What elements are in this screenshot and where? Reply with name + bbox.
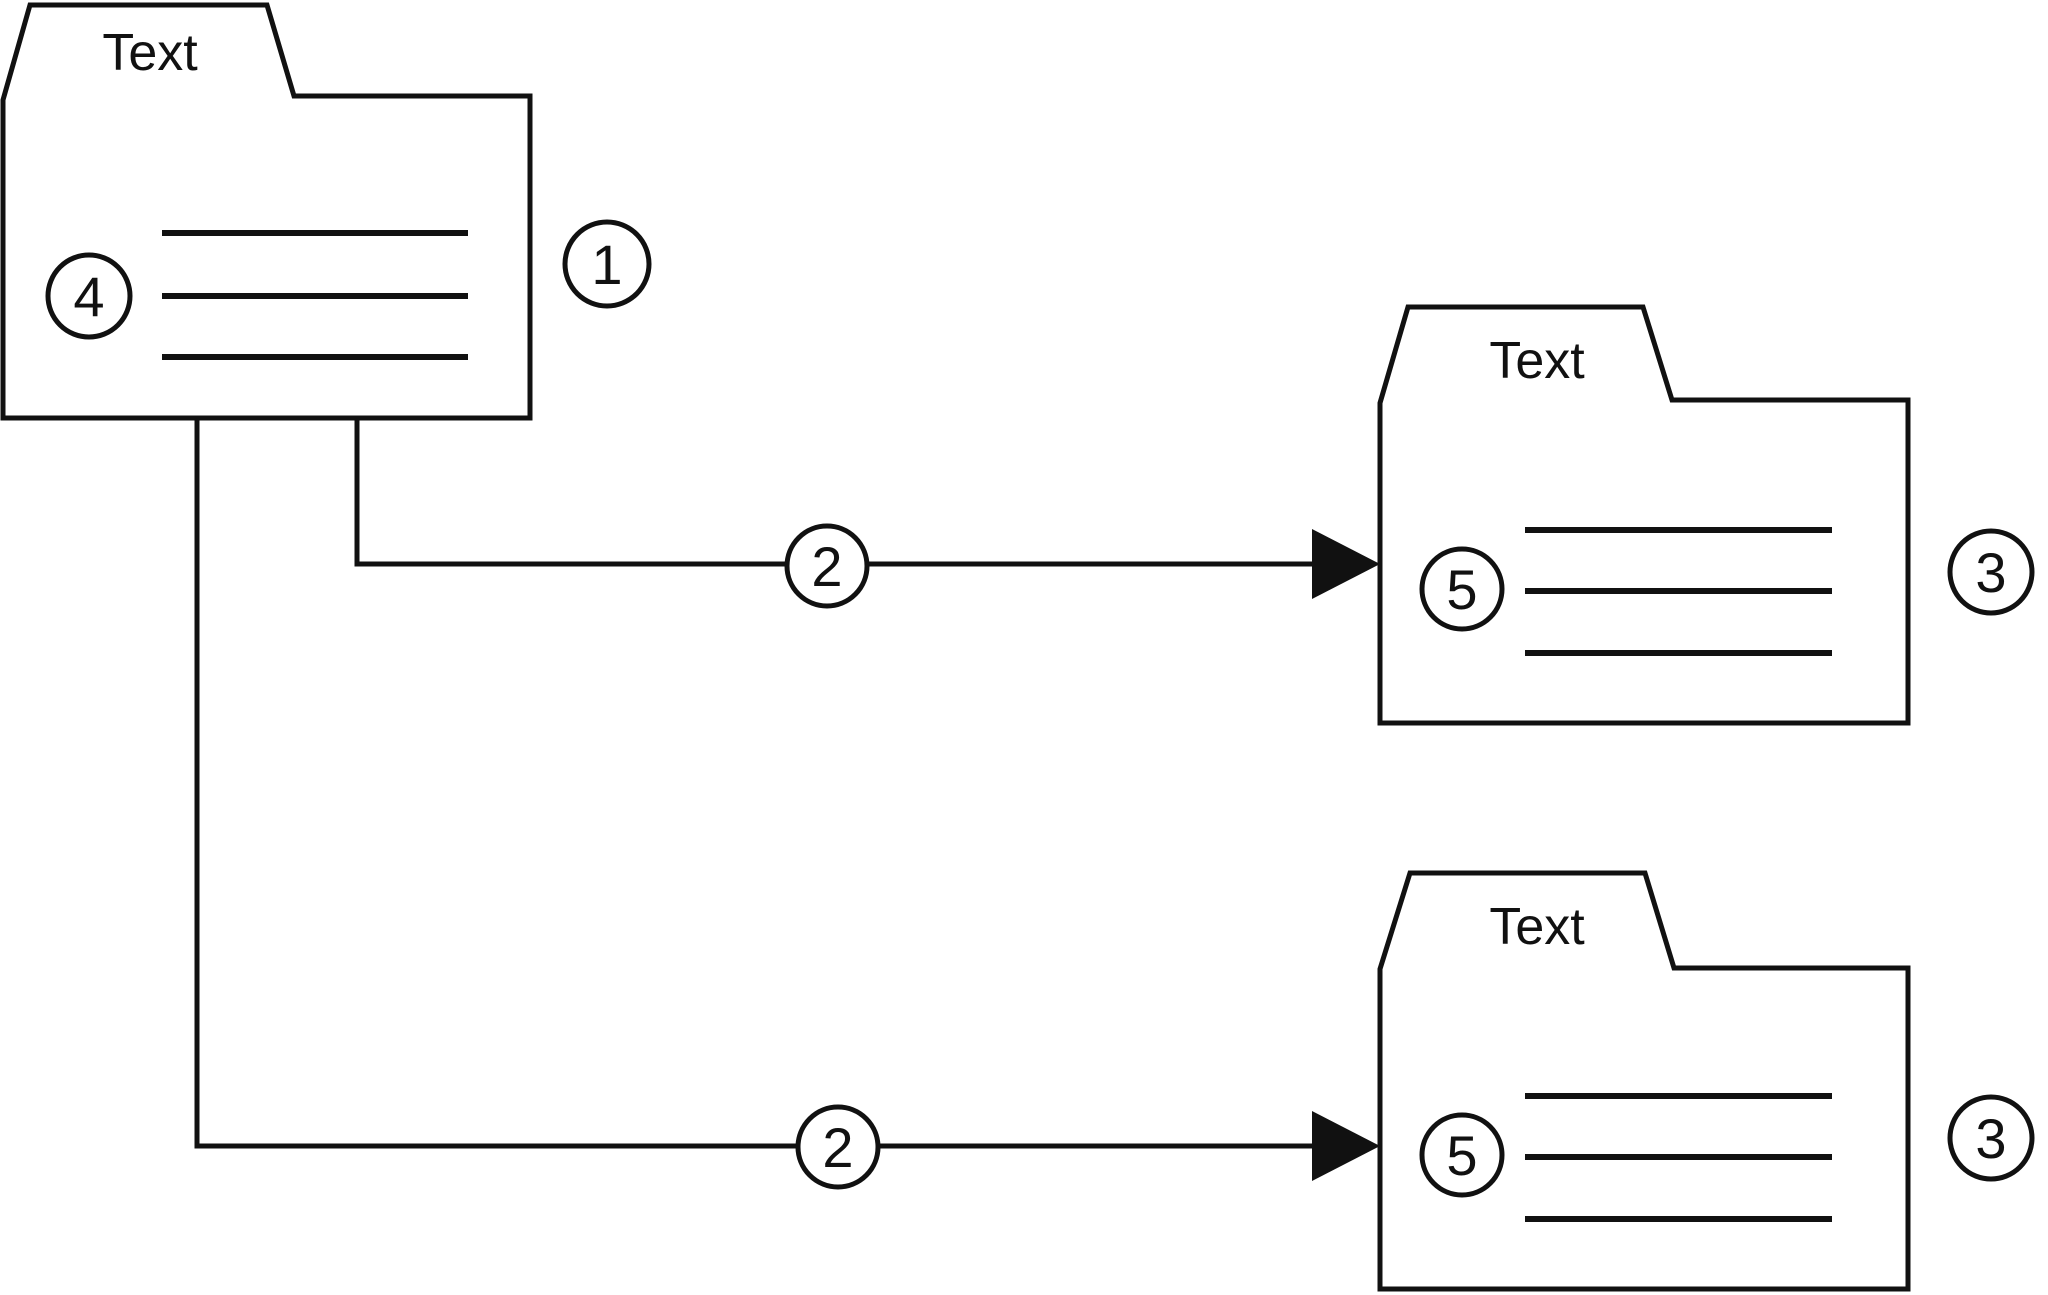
callout-badge-number: 2: [811, 535, 842, 598]
callout-badge-circle: [1419, 1112, 1505, 1198]
callout-badge-circle: [784, 523, 870, 609]
folder-icon: [1377, 304, 1911, 726]
source-folder: Text 4: [0, 2, 533, 421]
callout-badge-number: 5: [1446, 558, 1477, 621]
callout-badge-number: 3: [1975, 541, 2006, 604]
callout-1: 1: [562, 219, 652, 309]
callout-2-bottom: 2: [795, 1104, 881, 1190]
callout-3-top: 3: [1947, 528, 2035, 616]
folder-icon: [1377, 870, 1911, 1292]
callout-badge-number: 3: [1975, 1107, 2006, 1170]
arrowhead-icon: [1312, 529, 1380, 599]
target-folder-bottom: Text 5: [1377, 870, 1911, 1292]
callout-badge-circle: [562, 219, 652, 309]
target-folder-top: Text 5: [1377, 304, 1911, 726]
folder-tab-label: Text: [102, 24, 198, 82]
connector-bottom-line: [194, 418, 1316, 1149]
callout-badge-number: 4: [73, 265, 104, 328]
arrowhead-icon: [1312, 1111, 1380, 1181]
folder-tab-label: Text: [1489, 898, 1585, 956]
connector-bottom: [194, 418, 1380, 1181]
connector-top-line: [354, 418, 1316, 567]
callout-badge-number: 2: [822, 1116, 853, 1179]
callout-badge-number: 1: [591, 233, 622, 296]
folder-tab-label: Text: [1489, 332, 1585, 390]
callout-3-bottom: 3: [1947, 1094, 2035, 1182]
callout-badge-circle: [1947, 1094, 2035, 1182]
callout-badge-circle: [795, 1104, 881, 1190]
folder-icon: [0, 2, 533, 421]
callout-badge-circle: [1947, 528, 2035, 616]
connector-top: [354, 418, 1380, 599]
callout-badge-number: 5: [1446, 1124, 1477, 1187]
callout-badge-circle: [1419, 546, 1505, 632]
callout-2-top: 2: [784, 523, 870, 609]
callout-badge-circle: [45, 252, 133, 340]
